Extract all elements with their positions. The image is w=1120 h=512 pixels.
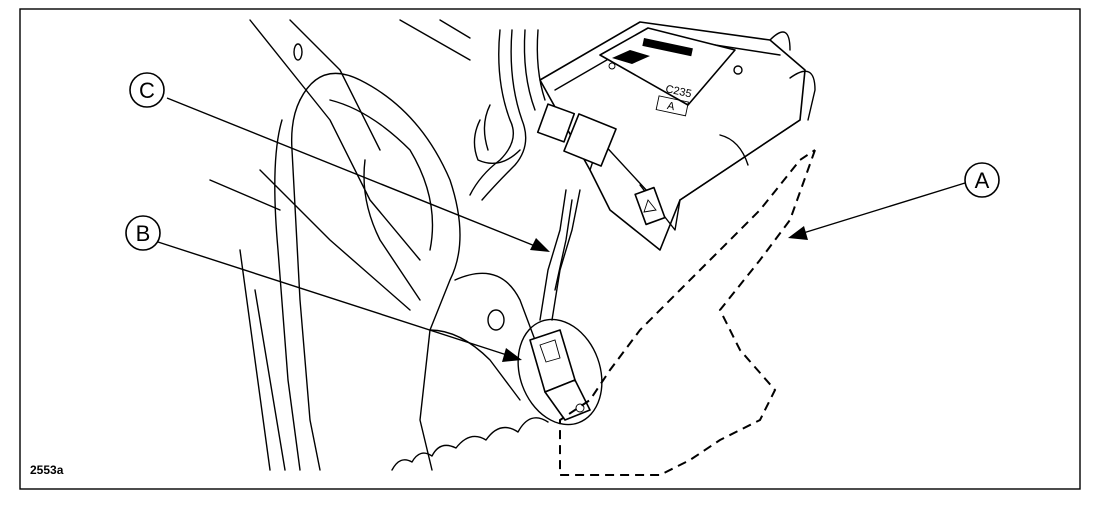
vehicle-structure <box>209 19 549 471</box>
callout-b: B <box>125 215 161 251</box>
connector-sub-label: A <box>666 100 676 113</box>
inline-connector <box>517 318 603 426</box>
callout-c: C <box>129 72 165 108</box>
control-module: C235 A <box>536 21 816 251</box>
leader-lines <box>157 97 966 362</box>
callout-b-label: B <box>136 221 151 246</box>
callout-a: A <box>964 162 1000 198</box>
component-a-outline <box>559 149 816 476</box>
diagram-frame <box>19 8 1081 490</box>
callout-c-label: C <box>139 78 155 103</box>
connector-id-label: C235 <box>664 83 692 100</box>
callout-a-label: A <box>975 168 990 193</box>
wire-harness <box>469 29 581 321</box>
figure-id: 2553a <box>30 463 64 477</box>
